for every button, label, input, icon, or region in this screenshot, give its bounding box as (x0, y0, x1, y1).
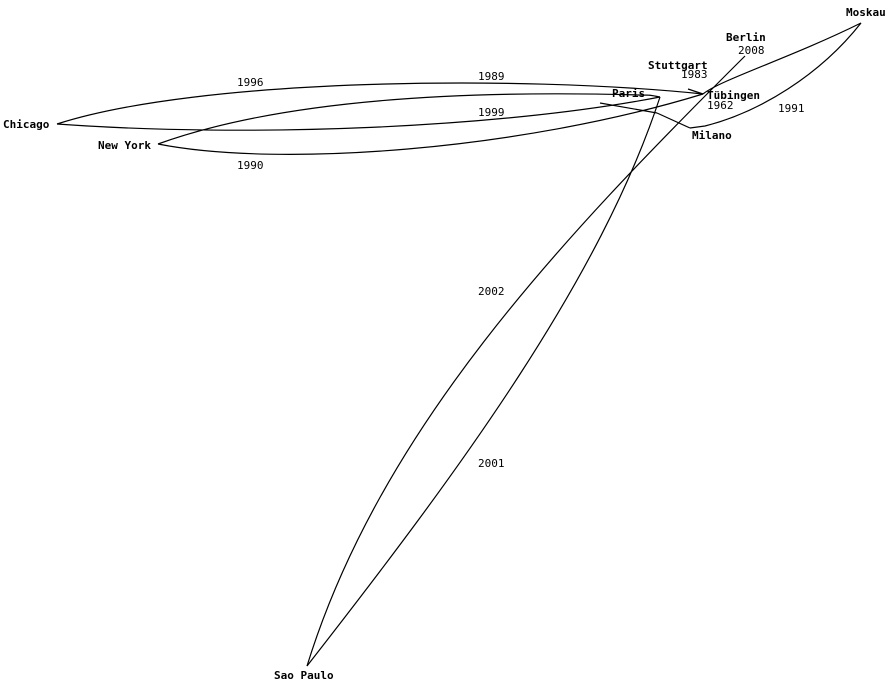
year-label-1989: 1989 (478, 70, 505, 83)
year-label-1962: 1962 (707, 99, 734, 112)
city-label-berlin: Berlin (726, 31, 766, 44)
route-moskau-tubingen (702, 22, 862, 95)
city-label-paris: Paris (612, 87, 645, 100)
year-label-2008: 2008 (738, 44, 765, 57)
year-label-1991: 1991 (778, 102, 805, 115)
city-label-sao-paulo: Sao Paulo (274, 669, 334, 682)
year-label-2002: 2002 (478, 285, 505, 298)
route-2002-sao-paulo-berlin (306, 55, 746, 667)
route-1991-milano-moskau (689, 22, 862, 129)
year-label-1996: 1996 (237, 76, 264, 89)
city-label-new-york: New York (98, 139, 151, 152)
route-tubingen-milano (656, 112, 691, 129)
year-label-1983: 1983 (681, 68, 708, 81)
city-labels: Chicago New York Paris Stuttgart Berlin … (3, 6, 886, 682)
route-1990-new-york-tubingen (157, 93, 704, 155)
city-label-stuttgart: Stuttgart (648, 59, 708, 72)
year-label-2001: 2001 (478, 457, 505, 470)
route-lines (56, 22, 862, 667)
year-labels: 1962 1983 1989 1990 1991 1996 1999 2001 … (237, 44, 805, 470)
year-label-1990: 1990 (237, 159, 264, 172)
route-1996-tubingen-chicago (56, 82, 704, 125)
year-label-1999: 1999 (478, 106, 505, 119)
city-label-chicago: Chicago (3, 118, 50, 131)
route-1999-chicago-paris (56, 96, 661, 131)
route-paris-tubingen-link (599, 102, 658, 114)
city-label-moskau: Moskau (846, 6, 886, 19)
city-label-tubingen: Tübingen (707, 89, 760, 102)
city-label-milano: Milano (692, 129, 732, 142)
route-2001-paris-sao-paulo (306, 96, 661, 667)
route-1989-paris-new-york (157, 93, 661, 145)
